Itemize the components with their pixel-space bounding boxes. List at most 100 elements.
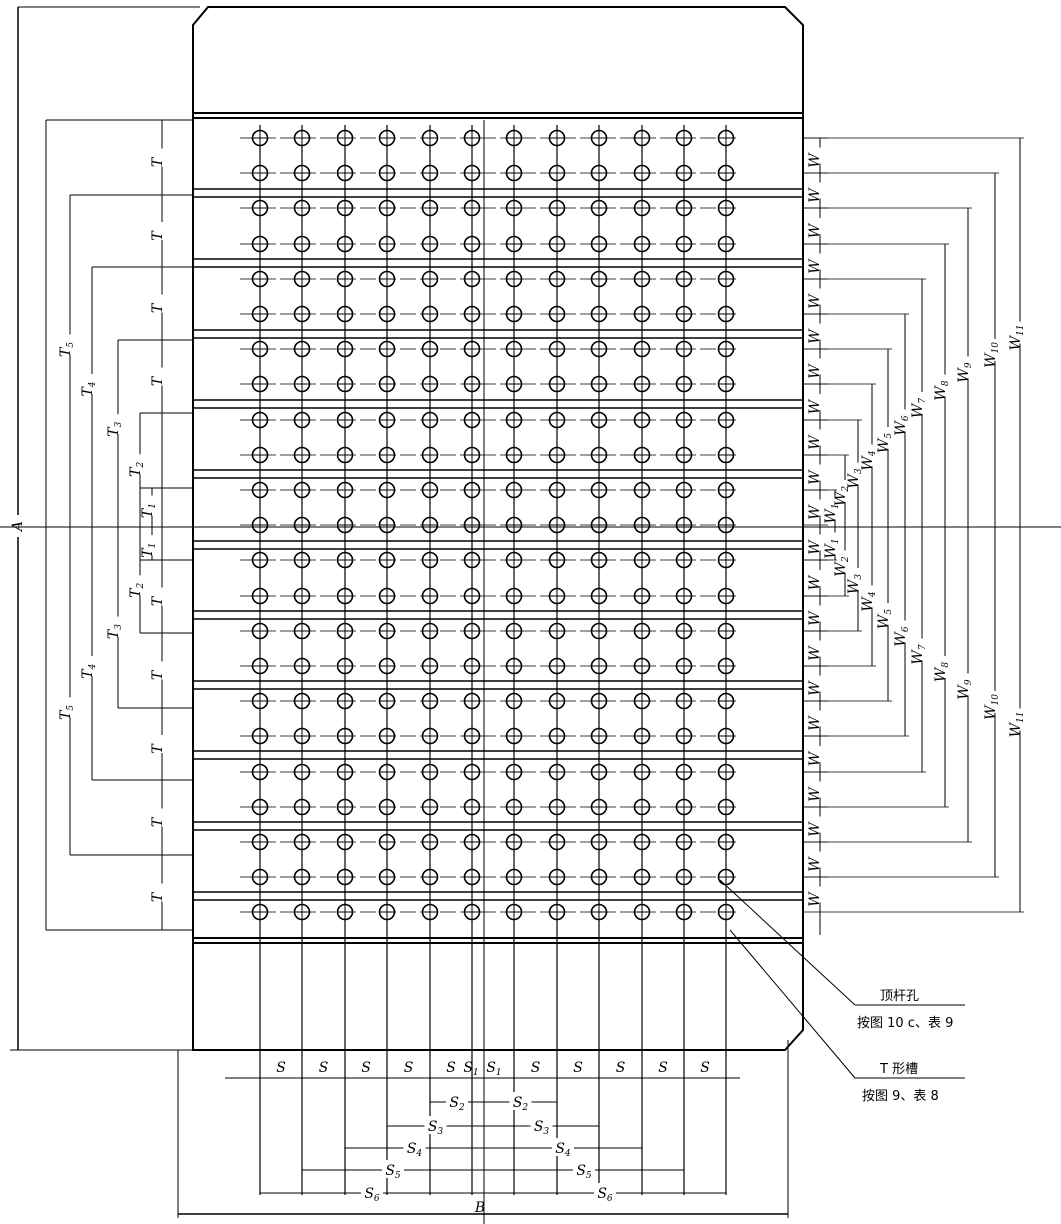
w-pitch-label: W — [807, 680, 823, 696]
s-nested-label-bg — [530, 1116, 553, 1134]
w-nested-label-bg — [960, 356, 976, 379]
w-pitch-label: W — [807, 891, 823, 907]
s-nested-label-bg — [424, 1116, 447, 1134]
w-nested-label-bg — [827, 497, 843, 520]
w-label-bg — [811, 182, 827, 199]
w-label-bg — [811, 429, 827, 446]
w-nested-label: W2 — [833, 486, 851, 506]
s-label-bg — [442, 1058, 460, 1074]
w-pitch-label: W — [807, 504, 823, 520]
w-pitch-label: W — [807, 715, 823, 731]
w-label-bg — [811, 147, 827, 164]
w-label-bg — [811, 781, 827, 798]
s-nested-label: S4 — [555, 1141, 571, 1159]
w-nested-label-bg — [914, 638, 930, 661]
s-pitch-label: S — [404, 1060, 414, 1076]
t-nested-label: T2 — [128, 582, 146, 597]
w-pitch-label: W — [807, 293, 823, 309]
w-label-bg — [811, 394, 827, 410]
t-pitch-label: T — [150, 743, 166, 754]
t-nested-label: T3 — [106, 624, 124, 639]
w-pitch-label: W — [807, 187, 823, 203]
s-pitch-label: S — [700, 1060, 710, 1076]
w-label-bg — [811, 464, 827, 481]
w-label-bg — [811, 570, 827, 586]
s-nested-label: S5 — [576, 1163, 592, 1181]
s-label-bg — [611, 1058, 630, 1074]
w-label-bg — [811, 851, 827, 868]
s-pitch-label: S — [531, 1060, 541, 1076]
w-nested-label: W5 — [876, 433, 894, 453]
s-label-bg — [654, 1058, 672, 1074]
w-nested-label-bg — [880, 603, 896, 625]
w-pitch-label: W — [807, 856, 823, 872]
w-nested-label: W6 — [893, 626, 911, 646]
w-nested-label: W7 — [910, 644, 928, 664]
s-nested-label-bg — [403, 1138, 426, 1156]
s-pitch-label: S — [616, 1060, 626, 1076]
s-nested-label: S4 — [407, 1141, 423, 1159]
w-label-bg — [811, 288, 827, 305]
t-label-bg — [154, 883, 170, 902]
s-pitch-label: S — [658, 1060, 668, 1076]
w-nested-label-bg — [914, 392, 930, 414]
t-slots — [193, 188, 803, 901]
t-label-bg — [154, 294, 170, 313]
w-pitch-label: W — [807, 363, 823, 379]
t-nested-label: T1 — [140, 503, 158, 518]
w-nested-label-bg — [937, 374, 953, 397]
w-nested-label: W10 — [983, 342, 1001, 368]
w-nested-label: W7 — [910, 398, 928, 418]
t-nested-label: T5 — [58, 342, 76, 357]
w-nested-label-bg — [1012, 321, 1028, 344]
s-nested-label: S2 — [449, 1095, 465, 1113]
s-nested-label-bg — [573, 1160, 595, 1178]
w-pitch-label: W — [807, 610, 823, 626]
t-nested-label: T5 — [58, 705, 76, 720]
t-label-bg — [154, 808, 170, 827]
w-nested-label-bg — [987, 691, 1003, 713]
t-label-bg — [154, 587, 170, 606]
t-pitch-label: T — [150, 156, 166, 167]
w-nested-label: W1 — [823, 503, 841, 523]
w-nested-label-bg — [937, 656, 953, 678]
s-nested-label-bg — [552, 1138, 574, 1156]
w-pitch-label: W — [807, 434, 823, 450]
w-pitch-label: W — [807, 574, 823, 590]
w-nested-label: W11 — [1008, 325, 1026, 351]
t-nested-label: T3 — [106, 421, 124, 436]
t-nested-label-bg — [109, 616, 127, 637]
w-pitch-label: W — [807, 539, 823, 555]
s-nested-label: S3 — [428, 1119, 444, 1137]
s-nested-label-bg — [382, 1160, 404, 1178]
s-label-bg — [357, 1058, 375, 1074]
t-nested-label-bg — [109, 414, 127, 435]
w-pitch-label: W — [807, 258, 823, 274]
w-nested-label: W2 — [833, 556, 851, 576]
w-label-bg — [811, 886, 827, 903]
t-nested-label: T4 — [80, 381, 98, 396]
w-nested-label: W4 — [860, 450, 878, 470]
s-label-bg — [526, 1058, 545, 1074]
s-nested-label-bg — [594, 1183, 616, 1201]
t-pitch-label: T — [150, 891, 166, 902]
s-nested-label-bg — [361, 1183, 383, 1201]
w-nested-label: W1 — [823, 538, 841, 558]
t-pitch-label: T — [150, 669, 166, 680]
t-nested-label: T4 — [80, 663, 98, 678]
t-slot-ref: 按图 9、表 8 — [862, 1089, 939, 1104]
w-nested-label: W9 — [956, 679, 974, 699]
w-pitch-label: W — [807, 469, 823, 485]
w-label-bg — [811, 499, 827, 516]
s-pitch-label: S — [446, 1060, 456, 1076]
w-pitch-label: W — [807, 328, 823, 344]
s-pitch-label: S — [319, 1060, 329, 1076]
w-label-bg — [811, 534, 827, 551]
w-label-bg — [811, 218, 827, 234]
s-label-bg — [399, 1058, 418, 1074]
w-nested-label-bg — [827, 532, 843, 555]
t-nested-label-bg — [131, 454, 149, 475]
ejector-hole-leader — [719, 879, 856, 1006]
t-nested-label-bg — [143, 535, 161, 556]
w-nested-label: W11 — [1008, 712, 1026, 738]
